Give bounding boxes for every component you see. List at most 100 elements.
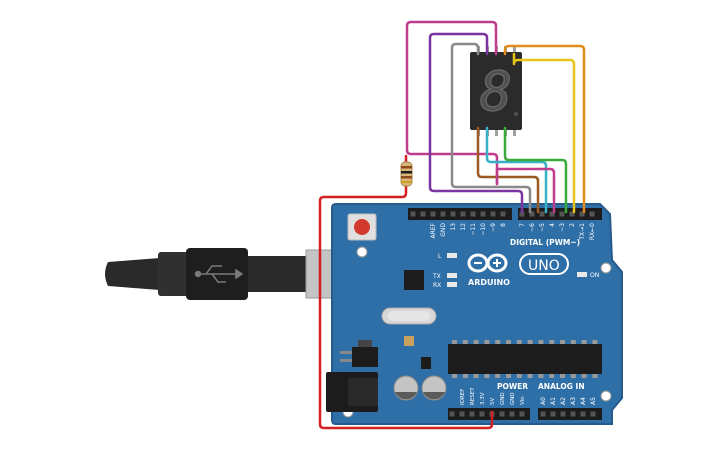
crystal-oscillator (381, 307, 437, 325)
chip-pin (506, 374, 511, 378)
usb-symbol-icon (194, 265, 244, 283)
display-pin[interactable] (513, 46, 516, 54)
wire-orange[interactable] (503, 44, 586, 214)
wire-brown[interactable] (476, 126, 540, 214)
wire-pink-lower[interactable] (495, 167, 556, 214)
header-hole[interactable] (560, 411, 566, 417)
wire-teal[interactable] (485, 126, 548, 214)
header-hole[interactable] (420, 211, 426, 217)
capacitors (393, 375, 447, 401)
small-ic (421, 357, 431, 369)
power-pin-label: Vin (520, 396, 526, 405)
chip-pin (570, 340, 576, 344)
chip-pin (581, 374, 587, 378)
wire-yellow[interactable] (512, 52, 576, 214)
header-hole[interactable] (450, 211, 456, 217)
mounting-hole (600, 262, 612, 274)
header-hole[interactable] (589, 211, 595, 217)
power-jack[interactable] (326, 372, 378, 412)
header-hole[interactable] (480, 211, 486, 217)
arduino-infinity-logo-icon (467, 253, 508, 273)
header-hole[interactable] (479, 411, 485, 417)
wires (318, 20, 586, 430)
header-hole[interactable] (440, 211, 446, 217)
header-hole[interactable] (580, 411, 586, 417)
header-hole[interactable] (459, 411, 465, 417)
header-hole[interactable] (569, 211, 575, 217)
header-hole[interactable] (509, 411, 515, 417)
digital-pin-label: GND (440, 223, 447, 237)
header-hole[interactable] (430, 211, 436, 217)
chip-pin (570, 374, 576, 378)
led-rx-label: RX (433, 282, 441, 289)
digital-pin-label: ~6 (529, 223, 536, 232)
chip-pin (462, 374, 468, 378)
header-hole[interactable] (519, 211, 525, 217)
header-hole[interactable] (559, 211, 565, 217)
wire-green[interactable] (503, 126, 568, 214)
header-hole[interactable] (470, 211, 476, 217)
chip-pin (452, 340, 457, 344)
power-pin-label: RESET (470, 387, 476, 405)
power-pin-label: GND (510, 392, 516, 405)
header-hole[interactable] (449, 411, 455, 417)
digital-header-label: DIGITAL (PWM~) (510, 238, 580, 247)
chip-pin (592, 374, 598, 378)
resistor-icon[interactable] (400, 161, 413, 187)
header-hole[interactable] (550, 411, 556, 417)
chip-pin (473, 374, 479, 378)
wire-red-5v[interactable] (318, 184, 494, 430)
chip-pin (592, 340, 598, 344)
chip-pin (462, 340, 468, 344)
digital-pin-label: ~3 (559, 223, 566, 232)
header-hole[interactable] (499, 411, 505, 417)
chip-pin (538, 374, 544, 378)
status-leds: L TX RX (432, 253, 457, 289)
header-hole[interactable] (490, 211, 496, 217)
analog-header[interactable] (538, 408, 602, 420)
header-hole[interactable] (549, 211, 555, 217)
digital-pin-label: TX→1 (579, 223, 586, 241)
header-hole[interactable] (519, 411, 525, 417)
header-hole[interactable] (579, 211, 585, 217)
reset-button[interactable] (347, 213, 377, 241)
mounting-hole (356, 246, 368, 258)
digital-pin-label: 12 (460, 223, 467, 231)
power-header-label: POWER (497, 382, 528, 391)
display-pin[interactable] (513, 128, 516, 136)
header-hole[interactable] (410, 211, 416, 217)
atmega-chip (448, 340, 602, 378)
power-header[interactable] (448, 408, 530, 420)
header-hole[interactable] (460, 211, 466, 217)
header-hole[interactable] (469, 411, 475, 417)
display-pin[interactable] (495, 128, 498, 136)
led-l-label: L (438, 253, 442, 260)
chip-pin (484, 340, 490, 344)
power-pin-label: 5V (490, 398, 496, 405)
header-hole[interactable] (500, 211, 506, 217)
header-hole[interactable] (570, 411, 576, 417)
analog-pin-label: A4 (580, 397, 587, 405)
header-hole[interactable] (590, 411, 596, 417)
chip-pin (484, 374, 490, 378)
digital-pin-label: ~9 (490, 223, 497, 232)
chip-pin (527, 374, 533, 378)
wire-pink[interactable] (405, 20, 499, 186)
display-digit: 8 (480, 60, 513, 123)
header-hole[interactable] (540, 411, 546, 417)
digital-pin-label: 7 (519, 223, 526, 227)
header-hole[interactable] (529, 211, 535, 217)
digital-pin-label: 8 (500, 223, 507, 227)
wire-purple[interactable] (428, 32, 524, 214)
chip-pin (452, 374, 457, 378)
digital-pin-label: 13 (450, 223, 457, 231)
header-hole[interactable] (539, 211, 545, 217)
seven-segment-display-icon[interactable]: 8 (470, 46, 522, 136)
chip-pin (560, 374, 565, 378)
power-pin-label: 3.3V (480, 392, 486, 405)
analog-pin-label: A2 (560, 397, 567, 405)
wire-gray[interactable] (450, 42, 532, 214)
analog-pin-label: A0 (540, 397, 547, 405)
